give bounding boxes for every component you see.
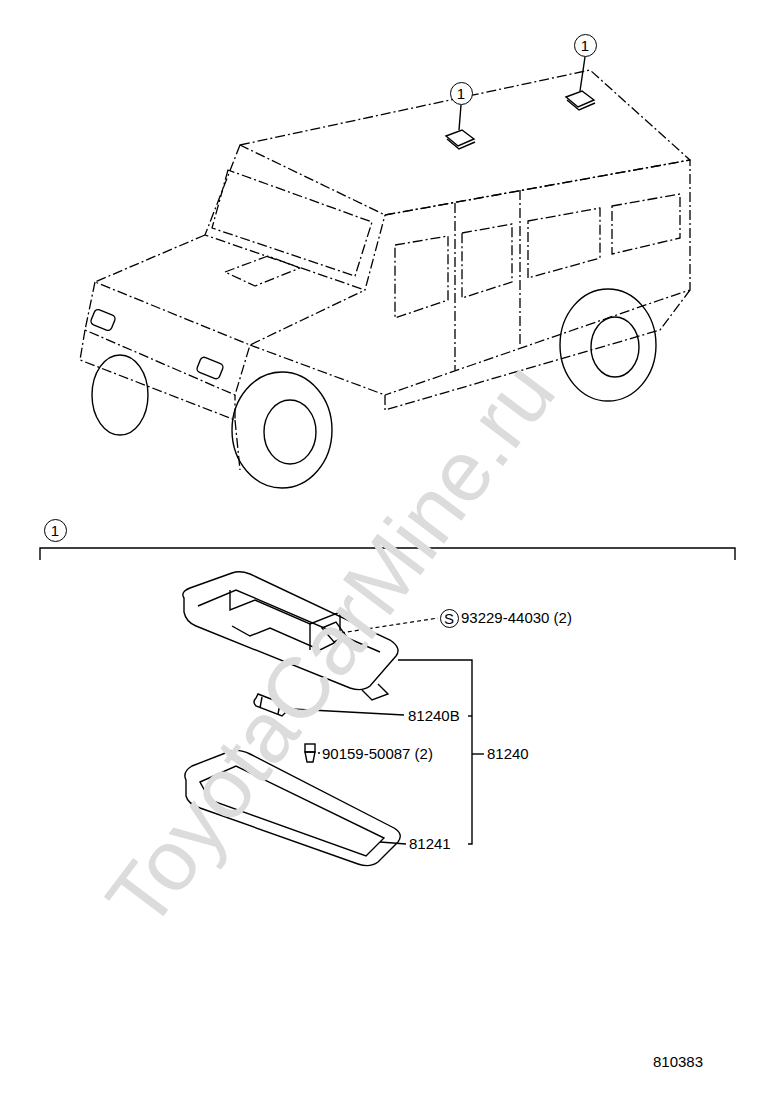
part-number: 90159-50087 (2)	[321, 745, 434, 763]
callout-number: S	[444, 611, 454, 626]
callout-number: 1	[457, 86, 465, 101]
part-number: 93229-44030 (2)	[460, 609, 573, 627]
callout-circle: S	[440, 609, 459, 628]
part-number: 81240B	[407, 707, 461, 725]
callout-circle: 1	[574, 34, 597, 57]
watermark: ToyotaCarMine.ru	[91, 348, 568, 942]
callout-number: 1	[51, 523, 59, 538]
callout-circle: 1	[450, 82, 473, 105]
part-number: 81240	[486, 745, 530, 763]
part-number: 81241	[408, 835, 452, 853]
diagram-code: 810383	[652, 1053, 704, 1071]
callout-circle: 1	[44, 519, 67, 542]
callout-number: 1	[581, 38, 589, 53]
